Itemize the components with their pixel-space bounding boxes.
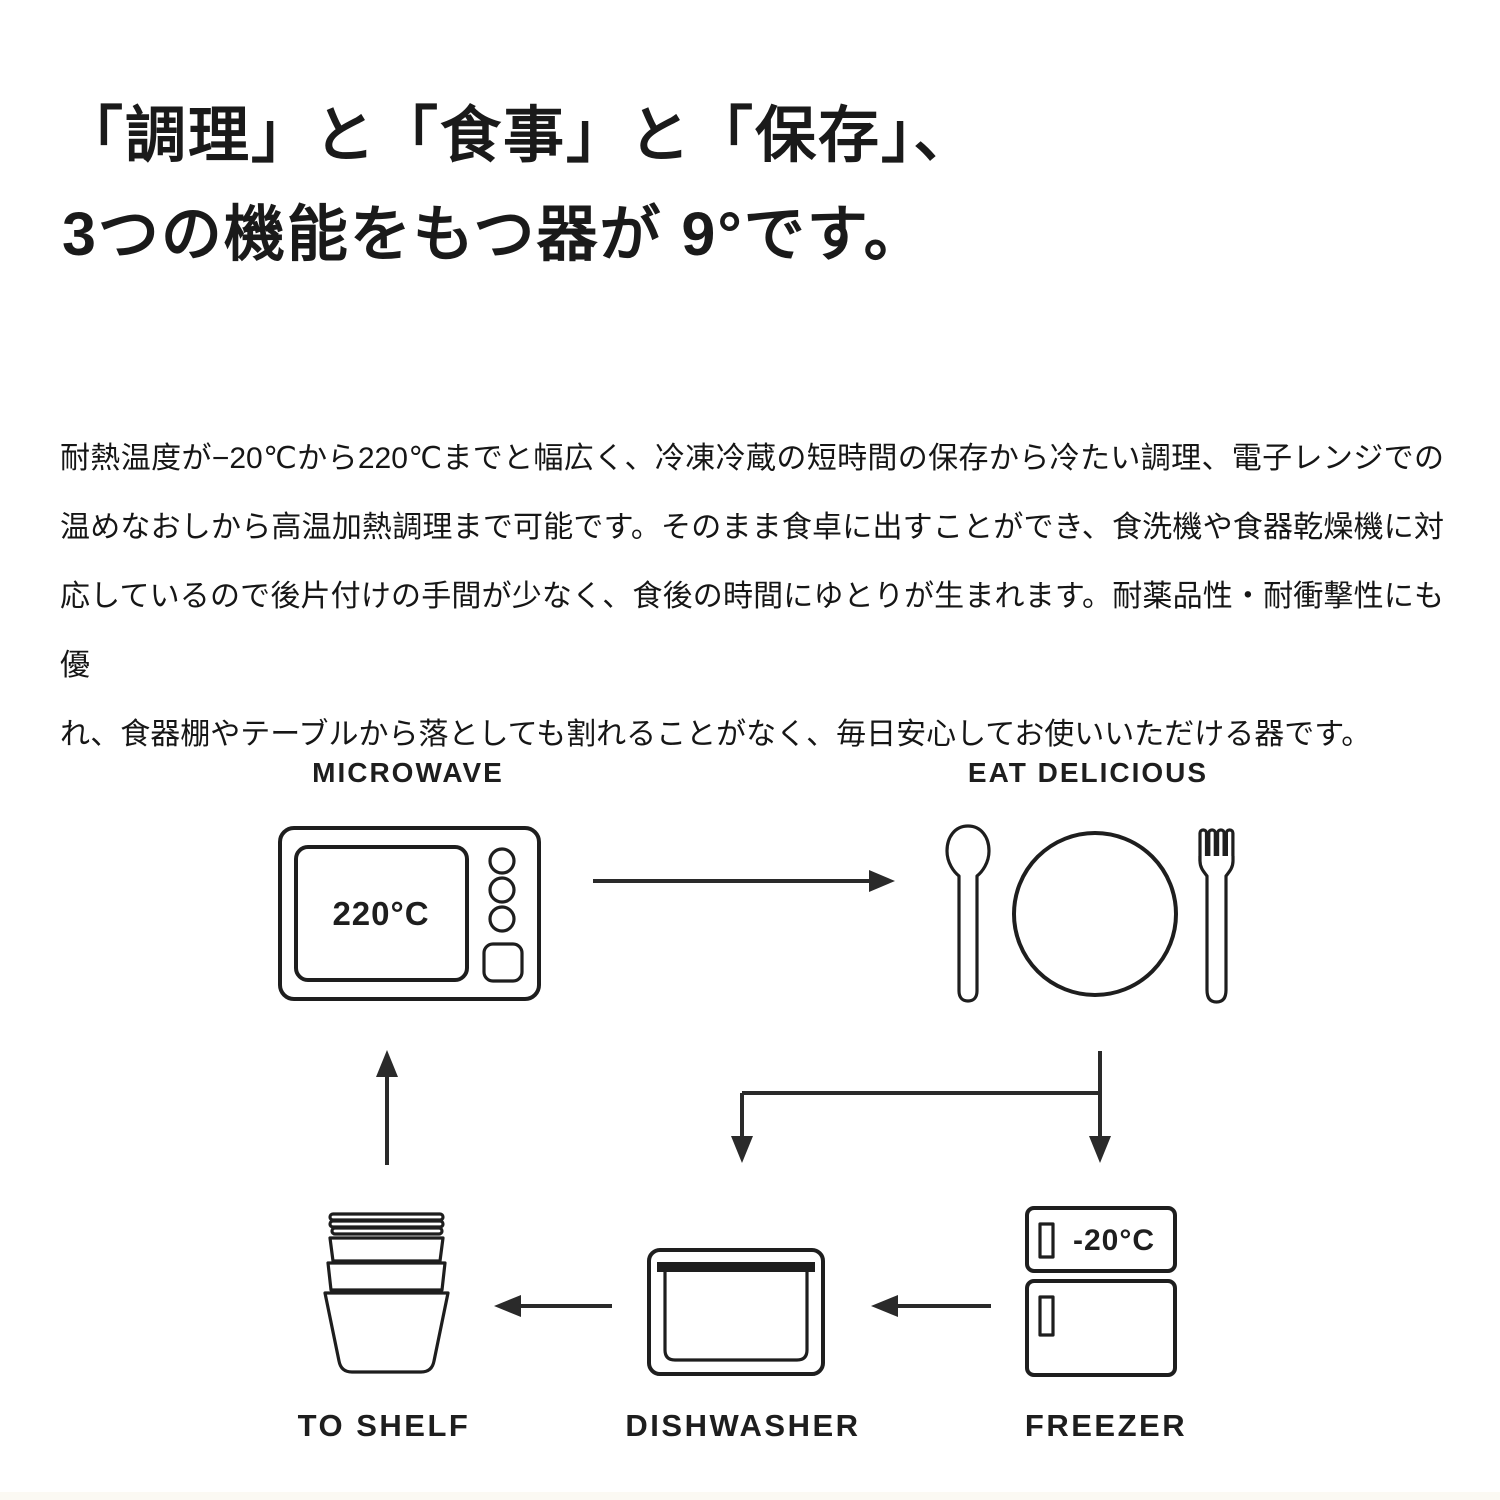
next-section-edge [0, 1492, 1500, 1500]
description-paragraph: 耐熱温度が−20℃から220℃までと幅広く、冷凍冷蔵の短時間の保存から冷たい調理… [60, 424, 1444, 769]
freezer-handle [1038, 1295, 1055, 1337]
to-shelf-label: TO SHELF [298, 1408, 471, 1443]
spoon-icon [945, 824, 991, 1003]
microwave-temperature: 220°C [332, 895, 429, 932]
page-heading: 「調理」と「食事」と「保存」、 3つの機能をもつ器が 9°です。 [62, 86, 977, 284]
usage-cycle-diagram: MICROWAVE EAT DELICIOUS 220°C [278, 757, 1235, 1443]
microwave-knob [488, 905, 516, 933]
container-lid [328, 1219, 445, 1229]
microwave-label: MICROWAVE [312, 757, 504, 788]
eat-delicious-label: EAT DELICIOUS [968, 757, 1208, 788]
description-line: 応しているので後片付けの手間が少なく、食後の時間にゆとりが生まれます。耐薬品性・… [60, 580, 1444, 682]
heading-line-1: 「調理」と「食事」と「保存」、 [62, 101, 977, 169]
dishwasher-body [647, 1248, 825, 1376]
description-line: 温めなおしから高温加熱調理まで可能です。そのまま食卓に出すことができ、食洗機や食… [60, 511, 1444, 544]
stacked-containers-icon [323, 1212, 450, 1374]
freezer-top-door [1025, 1206, 1177, 1273]
container-lid [330, 1226, 444, 1236]
description-line: れ、食器棚やテーブルから落としても割れることがなく、毎日安心してお使いいただける… [60, 718, 1372, 751]
arrow-freezer-to-dishwasher [871, 1295, 991, 1317]
fork-handle [1198, 856, 1235, 1004]
arrow-dishwasher-to-shelf [494, 1295, 612, 1317]
freezer-handle [1038, 1222, 1055, 1259]
container-cup [323, 1291, 450, 1374]
microwave-icon: 220°C [278, 826, 541, 1001]
dishwasher-basin [663, 1270, 809, 1362]
microwave-window [294, 845, 469, 982]
container-rim [328, 1236, 445, 1263]
microwave-knob [488, 876, 516, 904]
freezer-temperature: -20°C [1073, 1224, 1155, 1257]
container-lid [328, 1212, 445, 1222]
microwave-knob [488, 847, 516, 875]
eat-delicious-icon [945, 824, 1235, 1004]
freezer-label: FREEZER [1025, 1408, 1187, 1443]
dishwasher-label: DISHWASHER [625, 1408, 860, 1443]
dishwasher-icon [647, 1248, 825, 1376]
description-line: 耐熱温度が−20℃から220℃までと幅広く、冷凍冷蔵の短時間の保存から冷たい調理… [60, 442, 1444, 475]
microwave-body [278, 826, 541, 1001]
freezer-bottom-door [1025, 1279, 1177, 1377]
arrow-microwave-to-eat [593, 870, 895, 892]
microwave-button [482, 942, 524, 983]
heading-line-2: 3つの機能をもつ器が 9°です。 [62, 200, 927, 268]
fork-icon [1198, 828, 1235, 1004]
container-rim [326, 1261, 447, 1292]
arrow-eat-to-freezer [1089, 1051, 1111, 1163]
plate-icon [1012, 831, 1178, 997]
arrow-shelf-to-microwave [376, 1050, 398, 1165]
freezer-icon: -20°C [1025, 1206, 1177, 1377]
dishwasher-lid-bar [657, 1262, 815, 1272]
arrow-eat-to-dishwasher [731, 1091, 1100, 1163]
